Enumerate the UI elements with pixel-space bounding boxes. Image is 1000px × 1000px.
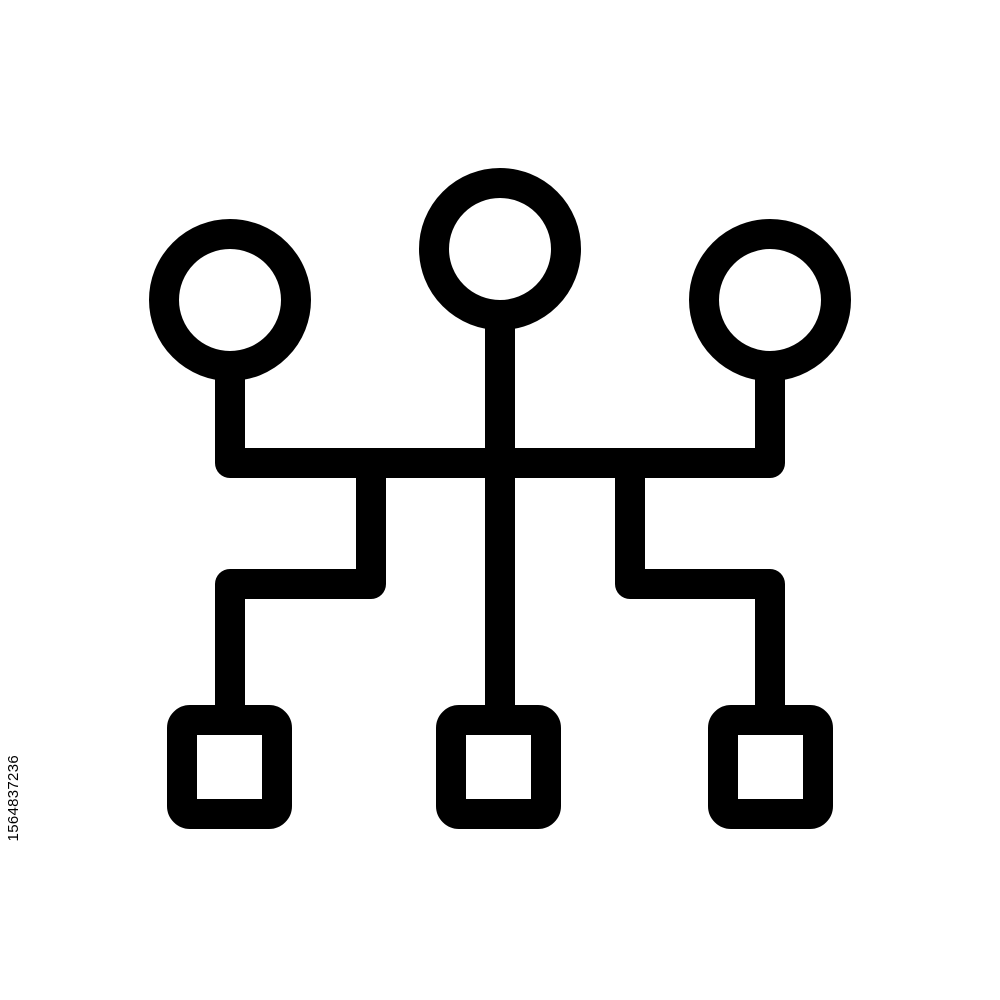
- top-right-circle-node: [689, 219, 851, 381]
- bottom-left-square-node: [167, 705, 292, 829]
- stock-id-text: 1564837236: [4, 755, 22, 842]
- stock-id-label: 1564837236: [2, 755, 24, 1000]
- left-step-connector: [215, 448, 386, 735]
- top-center-circle-node: [419, 168, 581, 330]
- bottom-right-square-node: [708, 705, 833, 829]
- top-left-circle-node: [149, 219, 311, 381]
- bottom-center-square-node: [436, 705, 561, 829]
- right-step-connector: [615, 448, 785, 735]
